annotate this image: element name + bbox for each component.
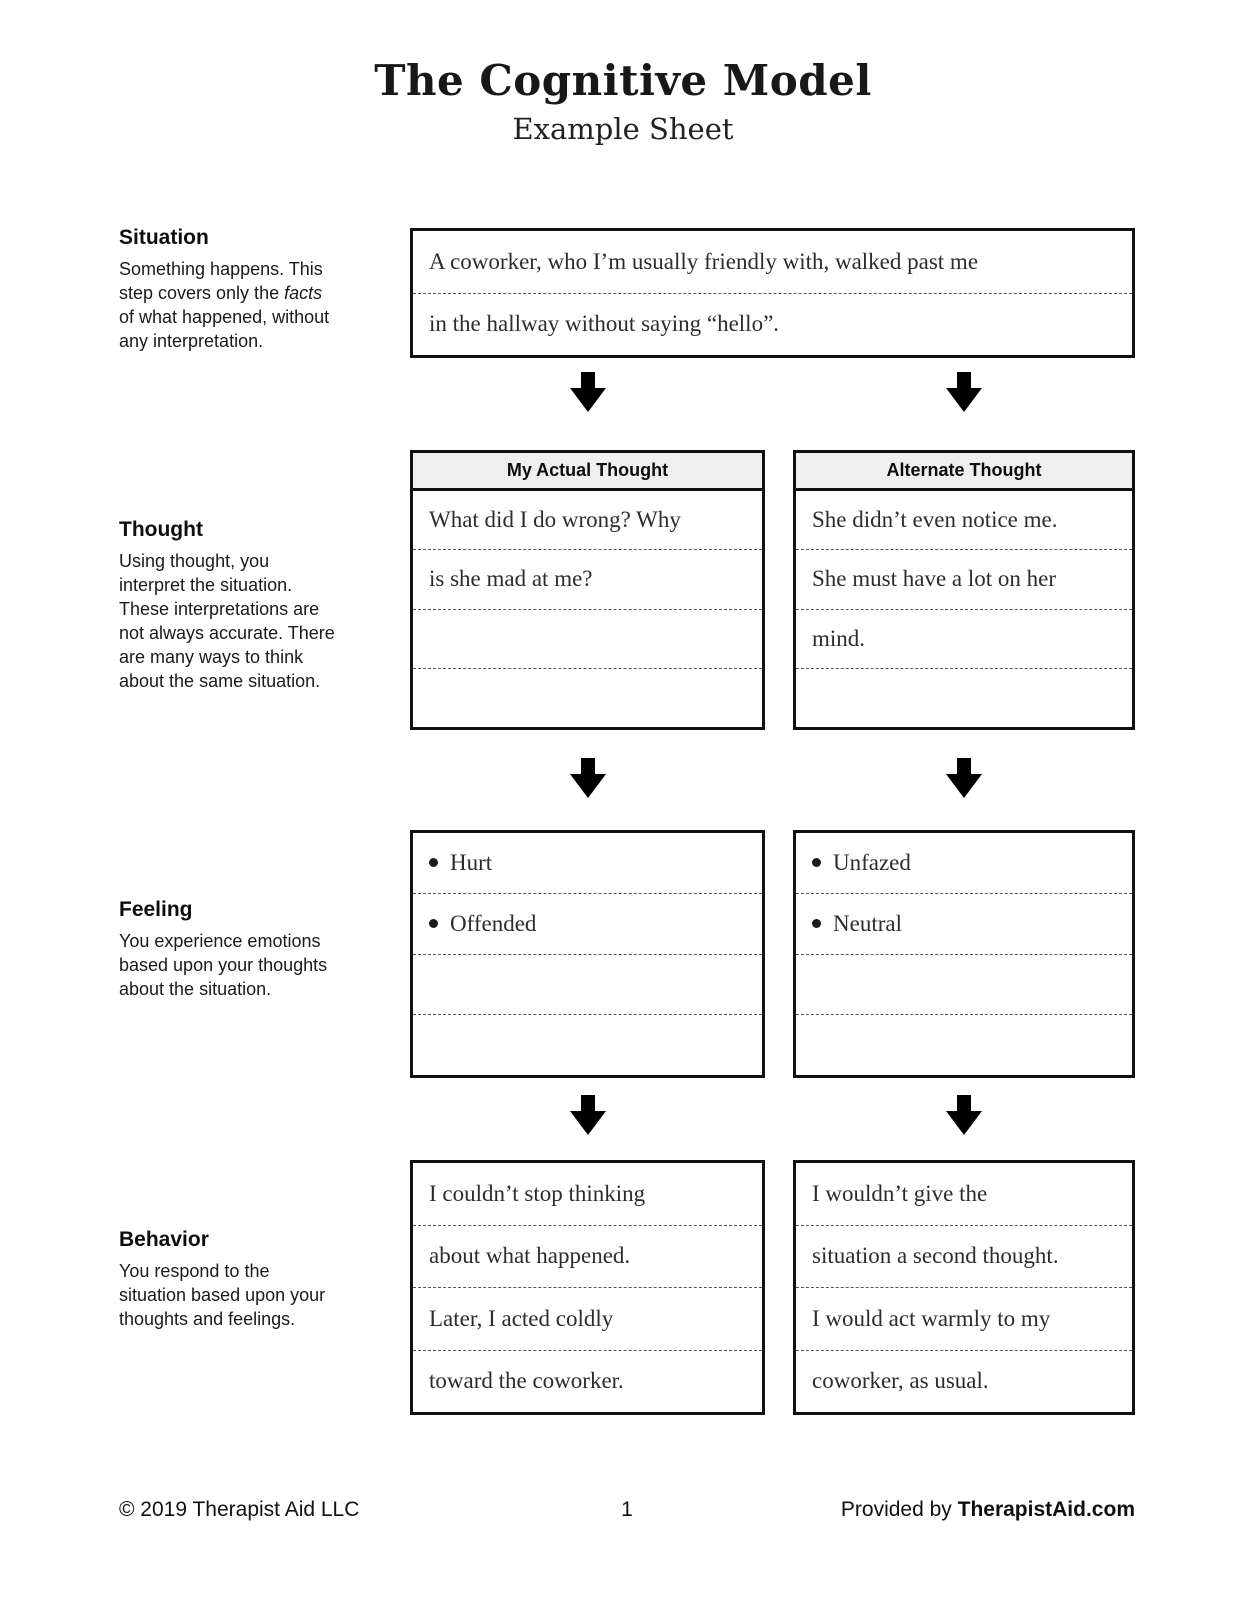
provided-by-text: Provided by TherapistAid.com — [840, 1498, 1135, 1521]
thought-heading: Thought — [119, 518, 203, 541]
behavior-right-text-4: coworker, as usual. — [812, 1368, 989, 1394]
situation-text-1: A coworker, who I’m usually friendly wit… — [429, 248, 979, 274]
feeling-left-box: Hurt Offended — [410, 830, 765, 1078]
writing-line: I wouldn’t give the — [796, 1163, 1132, 1226]
behavior-heading: Behavior — [119, 1228, 209, 1251]
behavior-label-block: Behavior You respond to the situation ba… — [119, 1228, 381, 1332]
down-arrow-icon — [569, 1095, 606, 1135]
writing-line: Unfazed — [796, 833, 1132, 894]
writing-line — [796, 669, 1132, 727]
situation-box: A coworker, who I’m usually friendly wit… — [410, 228, 1135, 358]
writing-line — [796, 1015, 1132, 1075]
writing-line: I couldn’t stop thinking — [413, 1163, 762, 1226]
feeling-right-text-1: Unfazed — [833, 849, 911, 875]
behavior-row: I couldn’t stop thinking about what happ… — [410, 1160, 1135, 1415]
thought-right-text-2: She must have a lot on her — [812, 566, 1057, 592]
feeling-left-text-1: Hurt — [450, 849, 493, 875]
thought-left-text-2: is she mad at me? — [429, 566, 593, 592]
feeling-heading: Feeling — [119, 898, 193, 921]
thought-description: Using thought, you interpret the situati… — [119, 551, 335, 691]
writing-line: situation a second thought. — [796, 1226, 1132, 1288]
behavior-right-box: I wouldn’t give the situation a second t… — [793, 1160, 1135, 1415]
down-arrow-icon — [946, 758, 982, 798]
arrow-row-1 — [410, 372, 1135, 412]
page-title: The Cognitive Model — [374, 56, 872, 105]
writing-line: mind. — [796, 610, 1132, 669]
writing-line: What did I do wrong? Why — [413, 491, 762, 551]
actual-thought-box: My Actual Thought What did I do wrong? W… — [410, 450, 765, 730]
feeling-label-block: Feeling You experience emotions based up… — [119, 898, 381, 1002]
arrow-row-3 — [410, 1095, 1135, 1135]
situation-label-block: Situation Something happens. This step c… — [119, 226, 381, 354]
writing-line: She must have a lot on her — [796, 550, 1132, 610]
situation-description-italic: facts — [284, 282, 323, 303]
down-arrow-icon — [946, 1095, 982, 1135]
behavior-right-text-3: I would act warmly to my — [812, 1305, 1051, 1331]
thought-left-text-1: What did I do wrong? Why — [429, 507, 681, 533]
thought-row: My Actual Thought What did I do wrong? W… — [410, 450, 1135, 730]
writing-line: Offended — [413, 894, 762, 955]
writing-line: Neutral — [796, 894, 1132, 955]
feeling-right-box: Unfazed Neutral — [793, 830, 1135, 1078]
brand-name: TherapistAid.com — [957, 1498, 1135, 1521]
behavior-right-text-2: situation a second thought. — [812, 1243, 1059, 1269]
bullet-icon — [812, 858, 821, 868]
writing-line — [796, 955, 1132, 1016]
behavior-left-text-3: Later, I acted coldly — [429, 1305, 614, 1331]
down-arrow-icon — [569, 758, 606, 798]
bullet-icon — [429, 858, 438, 868]
thought-right-text-3: mind. — [812, 625, 866, 651]
alternate-thought-header: Alternate Thought — [796, 453, 1132, 491]
situation-description: Something happens. This step covers only… — [119, 259, 330, 351]
down-arrow-icon — [946, 372, 982, 412]
writing-line: Later, I acted coldly — [413, 1288, 762, 1351]
situation-line-1: A coworker, who I’m usually friendly wit… — [413, 231, 1132, 294]
behavior-left-text-4: toward the coworker. — [429, 1368, 624, 1394]
writing-line: toward the coworker. — [413, 1351, 762, 1413]
thought-right-text-1: She didn’t even notice me. — [812, 507, 1058, 533]
behavior-left-text-1: I couldn’t stop thinking — [429, 1180, 646, 1206]
writing-line: coworker, as usual. — [796, 1351, 1132, 1413]
page-footer: © 2019 Therapist Aid LLC 1 Provided by T… — [119, 1498, 1135, 1522]
feeling-description: You experience emotions based upon your … — [119, 931, 328, 999]
behavior-left-box: I couldn’t stop thinking about what happ… — [410, 1160, 765, 1415]
alternate-thought-box: Alternate Thought She didn’t even notice… — [793, 450, 1135, 730]
bullet-icon — [429, 919, 438, 929]
copyright-text: © 2019 Therapist Aid LLC — [119, 1498, 360, 1521]
writing-line: about what happened. — [413, 1226, 762, 1288]
arrow-row-2 — [410, 758, 1135, 798]
bullet-icon — [812, 919, 821, 929]
behavior-description: You respond to the situation based upon … — [119, 1261, 326, 1329]
behavior-right-text-1: I wouldn’t give the — [812, 1180, 988, 1206]
writing-line: She didn’t even notice me. — [796, 491, 1132, 551]
writing-line: I would act warmly to my — [796, 1288, 1132, 1351]
situation-heading: Situation — [119, 226, 209, 249]
situation-text-2: in the hallway without saying “hello”. — [429, 311, 780, 337]
writing-line — [413, 1015, 762, 1075]
page-number: 1 — [621, 1498, 633, 1521]
writing-line: Hurt — [413, 833, 762, 894]
feeling-row: Hurt Offended Unfazed Neutral — [410, 830, 1135, 1078]
behavior-left-text-2: about what happened. — [429, 1243, 631, 1269]
situation-line-2: in the hallway without saying “hello”. — [413, 294, 1132, 356]
writing-line — [413, 955, 762, 1016]
feeling-right-text-2: Neutral — [833, 910, 902, 936]
actual-thought-header: My Actual Thought — [413, 453, 762, 491]
thought-label-block: Thought Using thought, you interpret the… — [119, 518, 381, 694]
writing-line: is she mad at me? — [413, 550, 762, 610]
page-subtitle: Example Sheet — [512, 112, 734, 146]
writing-line — [413, 669, 762, 727]
down-arrow-icon — [569, 372, 606, 412]
writing-line — [413, 610, 762, 669]
feeling-left-text-2: Offended — [450, 910, 537, 936]
